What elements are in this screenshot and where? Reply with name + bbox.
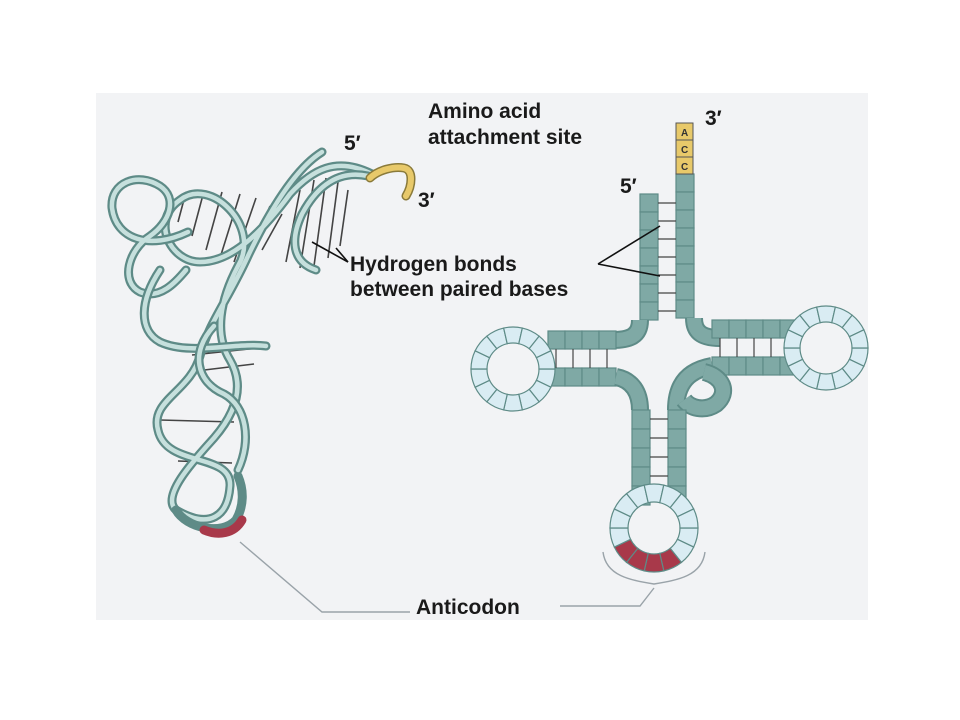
acceptor-stem-right-box (675, 173, 695, 193)
d-loop-segment (535, 349, 556, 370)
acc-tail-boxes: A C C (675, 122, 694, 175)
anticodon-leader-lines (239, 541, 706, 613)
acceptor-stem-right-box (675, 245, 695, 265)
anticodon-stem-left-box (631, 447, 651, 468)
anticodon-stem-right-box (667, 428, 687, 449)
acc-base-3-box (675, 156, 694, 175)
trna-cloverleaf (470, 173, 869, 573)
amino-acid-label-line1: Amino acid (428, 100, 541, 123)
acc-base-1: A (681, 128, 688, 139)
right-5prime-label: 5′ (620, 175, 637, 198)
trna-3d-structure: 5′ 3′ (107, 132, 435, 538)
d-arm-top-box (581, 330, 600, 350)
anticodon-label: Anticodon (416, 596, 520, 619)
left-3prime-label: 3′ (418, 189, 435, 212)
t-loop-segment (848, 328, 869, 349)
left-backbone (107, 147, 377, 534)
acceptor-stem-right-box (675, 191, 695, 211)
acceptor-stem-right-box (675, 227, 695, 247)
hbond-leader-lines (311, 225, 661, 277)
anticodon-stem-left-box (631, 409, 651, 430)
left-hbond-rungs (159, 177, 349, 464)
t-arm-bottom-box (762, 356, 781, 376)
t-arm-top-box (711, 319, 730, 339)
hbonds-label-line1: Hydrogen bonds (350, 253, 517, 276)
anticodon-stem-right-box (667, 409, 687, 430)
acc-base-2: C (681, 145, 688, 156)
left-5prime-label: 5′ (344, 132, 361, 155)
hbonds-label-line2: between paired bases (350, 278, 568, 301)
acceptor-stem-right-box (675, 209, 695, 229)
t-arm-top-box (745, 319, 764, 339)
anticodon-stem-left-box (631, 466, 651, 487)
t-arm-bottom-box (728, 356, 747, 376)
amino-acid-label-line2: attachment site (428, 126, 582, 149)
acceptor-stem-left-box (639, 211, 659, 231)
acceptor-stem-left-box (639, 283, 659, 303)
d-arm-bottom-box (564, 367, 583, 387)
acceptor-stem-left-box (639, 301, 659, 321)
acceptor-stem-right-box (675, 299, 695, 319)
anticodon-stem-right-box (667, 466, 687, 487)
left-anticodon-segment (199, 515, 247, 538)
right-3prime-label: 3′ (705, 107, 722, 130)
variable-loop-fill (678, 365, 731, 416)
lower-left-fill (614, 370, 647, 411)
t-arm-bottom-box (745, 356, 764, 376)
acceptor-stem-right-box (675, 281, 695, 301)
t-arm-top-box (728, 319, 747, 339)
d-arm-bottom-box (598, 367, 617, 387)
anticodon-loop-segment (676, 508, 699, 529)
anticodon-stem-left-box (631, 428, 651, 449)
d-arm-top-box (564, 330, 583, 350)
acceptor-stem-right-box (675, 263, 695, 283)
t-arm-top-box (762, 319, 781, 339)
acceptor-stem-left-box (639, 193, 659, 213)
acceptor-stem-left-box (639, 247, 659, 267)
d-arm-bottom-box (581, 367, 600, 387)
anticodon-stem-right-box (667, 447, 687, 468)
d-arm-top-box (547, 330, 566, 350)
d-arm-top-box (598, 330, 617, 350)
acc-base-3: C (681, 162, 688, 173)
